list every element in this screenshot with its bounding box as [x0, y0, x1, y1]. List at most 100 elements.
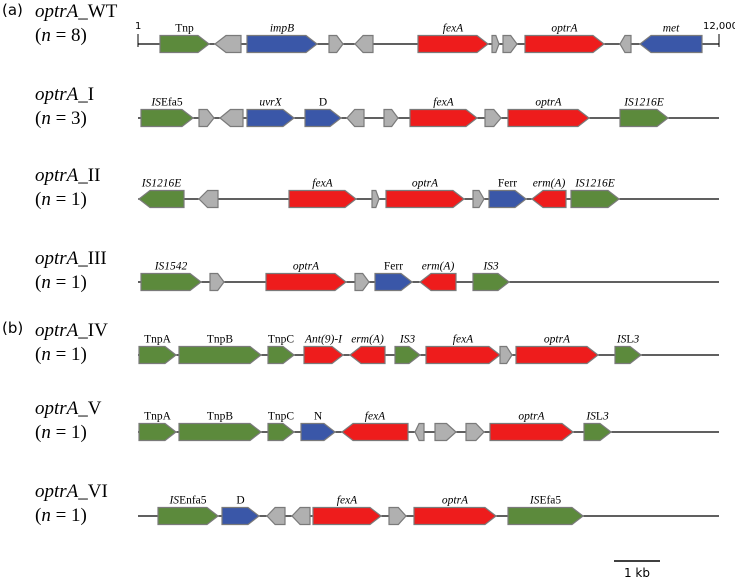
gene-arrow-erm-a-	[349, 345, 386, 365]
gene-arrow-tnpb	[178, 422, 262, 442]
gene-arrow-gray	[484, 108, 502, 128]
gene-label: IS3	[399, 334, 416, 346]
gene-label: IS1216E	[574, 178, 615, 190]
gene-arrow-gray	[198, 108, 215, 128]
gene-arrow-isefa5	[507, 506, 584, 526]
gene-arrow-optra	[507, 108, 590, 128]
row-count: (n = 1)	[35, 272, 87, 293]
row-name: optrA_III	[35, 248, 107, 269]
gene-label: uvrX	[259, 97, 282, 109]
gene-arrow-optra	[385, 189, 465, 209]
gene-arrow-fexa	[425, 345, 501, 365]
gene-arrow-is1216e	[138, 189, 185, 209]
gene-label: fexA	[453, 334, 474, 346]
gene-label: erm(A)	[351, 334, 384, 346]
gene-arrow-gray	[346, 108, 365, 128]
gene-arrow-tnpb	[178, 345, 262, 365]
gene-arrow-isenfa5	[157, 506, 219, 526]
gene-arrow-tnpc	[267, 422, 295, 442]
gene-arrow-tnpa	[138, 422, 177, 442]
scale-end-label: 12,000	[703, 21, 735, 32]
gene-arrow-isl3	[583, 422, 612, 442]
panel-label-b: (b)	[2, 319, 23, 337]
gene-arrow-gray	[414, 422, 425, 442]
gene-label: optrA	[551, 23, 578, 35]
gene-arrow-gray	[383, 108, 399, 128]
gene-label: optrA	[412, 178, 439, 190]
row-count: (n = 1)	[35, 505, 87, 526]
gene-arrow-gray	[291, 506, 311, 526]
gene-arrow-gray	[354, 34, 374, 54]
gene-arrow-fexa	[417, 34, 489, 54]
gene-label: fexA	[443, 23, 464, 35]
gene-arrow-is1542	[140, 272, 202, 292]
gene-arrow-is1216e	[619, 108, 669, 128]
gene-label: IS1542	[154, 261, 188, 273]
row-name: optrA_V	[35, 398, 102, 419]
scale-start-label: 1	[135, 21, 141, 32]
gene-label: erm(A)	[533, 178, 566, 190]
gene-label: fexA	[312, 178, 333, 190]
gene-label: IS1216E	[623, 97, 664, 109]
operon-row: optrA_II (n = 1) IS1216E fexA optrA Ferr erm(A…	[35, 165, 719, 210]
gene-label: TnpA	[144, 334, 172, 346]
gene-arrow-gray	[388, 506, 407, 526]
gene-label: Ferr	[384, 261, 403, 273]
gene-label: optrA	[518, 411, 545, 423]
gene-arrow-uvrx	[246, 108, 295, 128]
gene-label: fexA	[365, 411, 386, 423]
panel-label-a: (a)	[2, 1, 23, 19]
gene-label: Ferr	[498, 178, 517, 190]
gene-arrow-gray	[434, 422, 457, 442]
gene-label: fexA	[433, 97, 454, 109]
gene-label: TnpB	[207, 411, 234, 423]
gene-arrow-gray	[465, 422, 485, 442]
row-name: optrA_VI	[35, 481, 108, 502]
row-name: optrA_II	[35, 165, 100, 186]
gene-arrow-is3	[472, 272, 510, 292]
gene-label: IS1216E	[141, 178, 182, 190]
gene-arrow-gray	[499, 345, 513, 365]
gene-label: TnpC	[268, 334, 295, 346]
scale-bar-label: 1 kb	[624, 566, 650, 580]
gene-arrow-optra	[515, 345, 599, 365]
gene-arrow-gray	[198, 189, 219, 209]
gene-label: Tnp	[175, 23, 194, 35]
row-name: optrA_WT	[35, 1, 118, 22]
gene-arrow-ferr	[374, 272, 413, 292]
gene-label: ISEnfa5	[168, 495, 206, 507]
gene-arrow-fexa	[312, 506, 382, 526]
gene-label: N	[314, 411, 323, 423]
gene-arrow-gray	[491, 34, 500, 54]
gene-arrow-gray	[209, 272, 225, 292]
row-name: optrA_I	[35, 84, 94, 105]
row-count: (n = 1)	[35, 189, 87, 210]
gene-label: optrA	[442, 495, 469, 507]
gene-arrow-tnpa	[138, 345, 177, 365]
row-count: (n = 8)	[35, 25, 87, 46]
gene-arrow-gray	[502, 34, 518, 54]
gene-arrow-gray	[214, 34, 242, 54]
gene-label: optrA	[293, 261, 320, 273]
gene-label: optrA	[535, 97, 562, 109]
gene-arrow-d	[221, 506, 260, 526]
gene-arrow-erm-a-	[531, 189, 567, 209]
gene-label: fexA	[337, 495, 358, 507]
gene-label: erm(A)	[422, 261, 455, 273]
gene-arrow-optra	[489, 422, 574, 442]
gene-arrow-n	[300, 422, 336, 442]
gene-arrow-is1216e	[570, 189, 620, 209]
gene-label: optrA	[544, 334, 571, 346]
gene-label: ISL3	[585, 411, 609, 423]
row-count: (n = 3)	[35, 108, 87, 129]
gene-label: IS3	[482, 261, 499, 273]
gene-label: ISL3	[616, 334, 640, 346]
gene-arrow-fexa	[288, 189, 357, 209]
gene-arrow-ferr	[488, 189, 527, 209]
gene-arrow-optra	[413, 506, 497, 526]
